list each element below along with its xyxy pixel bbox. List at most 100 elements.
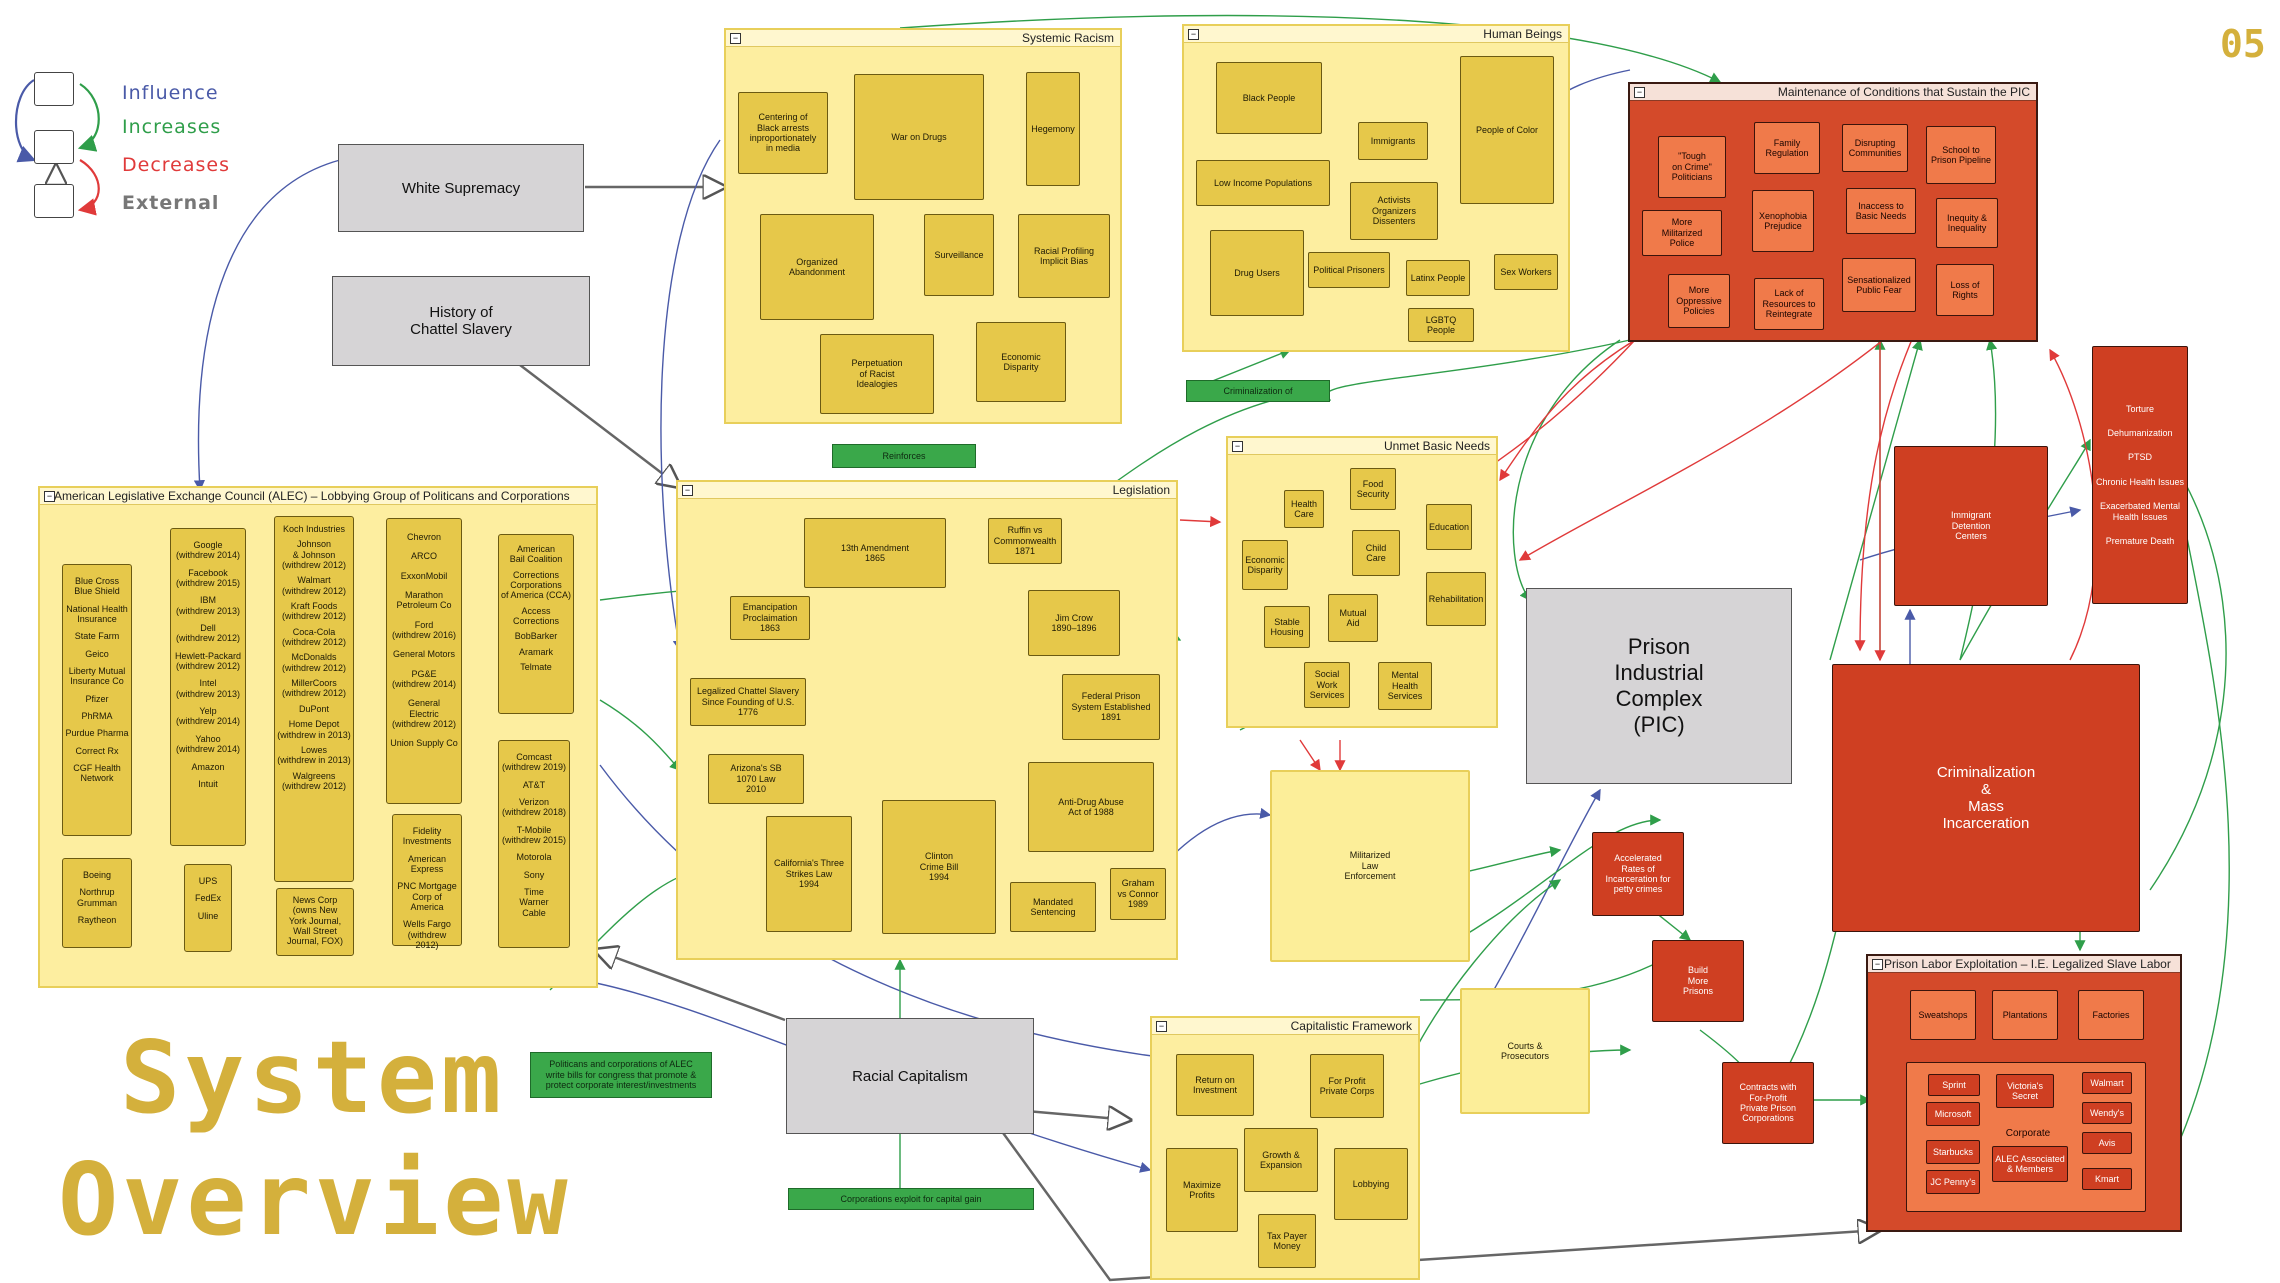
capitalistic-title: Capitalistic Framework: [1152, 1018, 1418, 1035]
collapse-icon[interactable]: −: [44, 491, 55, 502]
node-latinx: Latinx People: [1406, 260, 1470, 296]
alec-col-4b: Fidelity Investments American Express PN…: [392, 814, 462, 950]
alec-company: Telmate: [520, 662, 552, 673]
harm-chronic-health: Chronic Health Issues: [2095, 476, 2185, 487]
alec-company: Coca-Cola (withdrew 2012): [281, 626, 347, 648]
alec-company: Lowes (withdrew in 2013): [277, 744, 351, 766]
systemic-racism-title: Systemic Racism: [726, 30, 1120, 47]
corp-wendys: Wendy's: [2082, 1102, 2132, 1124]
alec-col-1: Blue Cross Blue Shield National Health I…: [62, 564, 132, 836]
alec-company: News Corp (owns New York Journal, Wall S…: [286, 895, 344, 947]
node-growth-expansion: Growth & Expansion: [1244, 1128, 1318, 1192]
node-lgbtq: LGBTQ People: [1408, 308, 1474, 342]
node-anti-drug: Anti-Drug Abuse Act of 1988: [1028, 762, 1154, 852]
node-political-prisoners: Political Prisoners: [1308, 252, 1390, 288]
alec-title: American Legislative Exchange Council (A…: [40, 488, 596, 505]
alec-company: Facebook (withdrew 2015): [175, 567, 241, 589]
alec-company: Walmart (withdrew 2012): [281, 575, 347, 596]
legislation-title: Legislation: [678, 482, 1176, 499]
corp-jc-pennys: JC Penny's: [1926, 1170, 1980, 1194]
alec-company: Access Corrections: [512, 605, 559, 627]
node-for-profit-corps: For Profit Private Corps: [1310, 1054, 1384, 1118]
alec-company: National Health Insurance: [66, 603, 128, 625]
node-economic-disparity-2: Economic Disparity: [1242, 540, 1288, 590]
alec-company: MillerCoors (withdrew 2012): [281, 678, 347, 699]
node-sensationalized-fear: Sensationalized Public Fear: [1842, 258, 1916, 312]
legend-increases: Increases: [122, 116, 222, 138]
node-jim-crow: Jim Crow 1890–1896: [1028, 590, 1120, 656]
racial-capitalism: Racial Capitalism: [786, 1018, 1034, 1134]
node-emancipation: Emancipation Proclaimation 1863: [730, 596, 810, 640]
node-factories: Factories: [2078, 990, 2144, 1040]
alec-company: Ford (withdrew 2016): [391, 619, 457, 641]
legend-decreases: Decreases: [122, 154, 230, 176]
alec-company: Aramark: [518, 646, 553, 657]
alec-company: Boeing: [82, 870, 112, 880]
alec-company: Union Supply Co: [390, 738, 458, 749]
corp-starbucks: Starbucks: [1926, 1140, 1980, 1164]
node-california: California's Three Strikes Law 1994: [766, 816, 852, 932]
node-war-on-drugs: War on Drugs: [854, 74, 984, 200]
collapse-icon[interactable]: −: [1634, 87, 1645, 98]
maintenance-title: Maintenance of Conditions that Sustain t…: [1630, 84, 2036, 101]
alec-company: Sony: [523, 869, 545, 880]
prison-industrial-complex: Prison Industrial Complex (PIC): [1526, 588, 1792, 784]
alec-company: Google (withdrew 2014): [175, 540, 241, 561]
alec-company: Northrup Grumman: [76, 887, 117, 908]
alec-company: ARCO: [410, 551, 437, 562]
node-surveillance: Surveillance: [924, 214, 994, 296]
alec-company: Raytheon: [77, 915, 117, 926]
harm-premature-death: Premature Death: [2105, 535, 2175, 546]
alec-company: ExxonMobil: [400, 570, 448, 581]
alec-company: Yahoo (withdrew 2014): [175, 733, 241, 755]
corp-walmart: Walmart: [2082, 1072, 2132, 1094]
alec-company: Time Warner Cable: [519, 887, 549, 918]
human-beings-group: Human Beings − Black People People of Co…: [1182, 24, 1570, 352]
node-organized-abandonment: Organized Abandonment: [760, 214, 874, 320]
collapse-icon[interactable]: −: [1872, 959, 1883, 970]
collapse-icon[interactable]: −: [730, 33, 741, 44]
node-maximize-profits: Maximize Profits: [1166, 1148, 1238, 1232]
alec-company: Walgreens (withdrew 2012): [281, 770, 347, 791]
alec-col-1b: Boeing Northrup Grumman Raytheon: [62, 858, 132, 948]
alec-company: CGF Health Network: [73, 763, 121, 784]
node-low-income: Low Income Populations: [1196, 160, 1330, 206]
node-immigrants: Immigrants: [1358, 122, 1428, 160]
corp-alec-associated: ALEC Associated & Members: [1992, 1146, 2068, 1182]
collapse-icon[interactable]: −: [1232, 441, 1243, 452]
alec-company: State Farm: [74, 631, 120, 642]
immigrant-detention-centers: Immigrant Detention Centers: [1894, 446, 2048, 606]
alec-company: McDonalds (withdrew 2012): [281, 652, 347, 673]
collapse-icon[interactable]: −: [682, 485, 693, 496]
node-disrupting-communities: Disrupting Communities: [1842, 124, 1908, 172]
node-mutual-aid: Mutual Aid: [1328, 594, 1378, 642]
alec-group: American Legislative Exchange Council (A…: [38, 486, 598, 988]
node-arizona: Arizona's SB 1070 Law 2010: [708, 754, 804, 804]
node-health-care: Health Care: [1284, 490, 1324, 528]
node-lobbying: Lobbying: [1334, 1148, 1408, 1220]
node-drug-users: Drug Users: [1210, 230, 1304, 316]
alec-company: Verizon (withdrew 2018): [501, 797, 567, 818]
node-inaccess-basic-needs: Inaccess to Basic Needs: [1846, 188, 1916, 234]
alec-company: Fidelity Investments: [402, 826, 452, 847]
node-family-regulation: Family Regulation: [1754, 122, 1820, 174]
alec-company: Purdue Pharma: [65, 728, 129, 739]
node-13th-amendment: 13th Amendment 1865: [804, 518, 946, 588]
node-mandated-sentencing: Mandated Sentencing: [1010, 882, 1096, 932]
alec-company: Amazon: [191, 761, 225, 772]
node-sex-workers: Sex Workers: [1494, 254, 1558, 290]
alec-company: Koch Industries: [282, 524, 346, 534]
corp-victorias-secret: Victoria's Secret: [1996, 1074, 2054, 1108]
label-alec-bills: Politicans and corporations of ALEC writ…: [530, 1052, 712, 1098]
history-chattel-slavery: History of Chattel Slavery: [332, 276, 590, 366]
collapse-icon[interactable]: −: [1188, 29, 1199, 40]
unmet-needs-title: Unmet Basic Needs: [1228, 438, 1496, 455]
white-supremacy: White Supremacy: [338, 144, 584, 232]
human-beings-title: Human Beings: [1184, 26, 1568, 43]
node-racial-profiling: Racial Profiling Implicit Bias: [1018, 214, 1110, 298]
page-number: 05: [2220, 22, 2266, 66]
node-education: Education: [1426, 504, 1472, 550]
harm-dehumanization: Dehumanization: [2107, 428, 2173, 439]
alec-company: General Motors: [392, 649, 456, 660]
collapse-icon[interactable]: −: [1156, 1021, 1167, 1032]
